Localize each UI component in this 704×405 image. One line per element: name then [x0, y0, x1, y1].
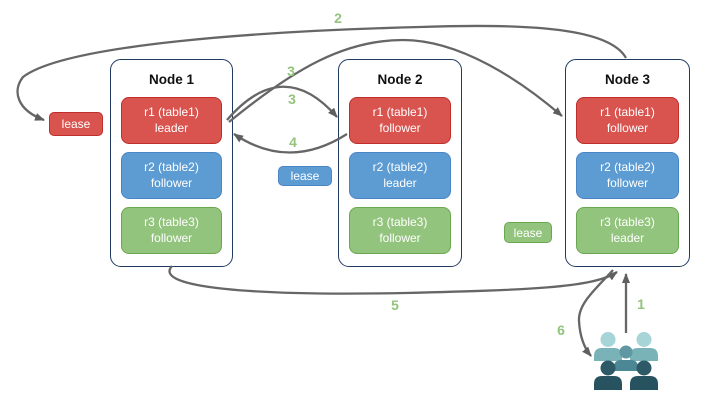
replica-label: r2 (table2): [600, 159, 655, 174]
replica-label: r2 (table2): [144, 159, 199, 174]
users-group-icon: [594, 332, 658, 390]
replica-role: leader: [154, 120, 189, 135]
lease-tag-table1: lease: [49, 112, 103, 136]
lease-tag-table2: lease: [278, 166, 332, 186]
replica-role: follower: [150, 230, 193, 245]
node2-replica-r3: r3 (table3) follower: [349, 207, 451, 254]
node1-replica-r1: r1 (table1) leader: [121, 97, 222, 144]
replica-role: follower: [606, 175, 649, 190]
replica-label: r3 (table3): [600, 214, 655, 229]
node-1-title: Node 1: [148, 72, 194, 87]
replica-label: r2 (table2): [372, 159, 428, 174]
node-2-title: Node 2: [377, 72, 423, 87]
node2-replica-r2: r2 (table2) leader: [349, 152, 451, 199]
node3-replica-r1: r1 (table1) follower: [576, 97, 679, 144]
node1-replica-r2: r2 (table2) follower: [121, 152, 222, 199]
arrow-step-6-reply: [577, 269, 614, 357]
arrow-step-3-to-node2: [226, 85, 338, 121]
node-3-box: Node 3 r1 (table1) follower r2 (table2) …: [565, 59, 690, 267]
replica-role: leader: [610, 230, 645, 245]
replica-role: follower: [379, 120, 421, 135]
replica-label: r1 (table1): [144, 104, 199, 119]
node-3-title: Node 3: [604, 72, 650, 87]
step-label-6: 6: [557, 322, 565, 338]
replica-role: follower: [379, 230, 421, 245]
node2-replica-r1: r1 (table1) follower: [349, 97, 451, 144]
step-label-3-lower: 3: [288, 91, 296, 107]
node-1-box: Node 1 r1 (table1) leader r2 (table2) fo…: [110, 59, 233, 267]
arrow-step-2: [16, 24, 628, 122]
step-label-1: 1: [637, 296, 645, 312]
replica-role: follower: [150, 175, 193, 190]
step-label-4: 4: [289, 134, 297, 150]
replica-label: r1 (table1): [372, 104, 428, 119]
node1-replica-r3: r3 (table3) follower: [121, 207, 222, 254]
replica-label: r3 (table3): [372, 214, 428, 229]
replica-label: r3 (table3): [144, 214, 199, 229]
node3-replica-r3: r3 (table3) leader: [576, 207, 679, 254]
node-2-box: Node 2 r1 (table1) follower r2 (table2) …: [338, 59, 462, 267]
lease-tag-table3: lease: [504, 222, 552, 243]
step-label-2: 2: [334, 10, 342, 26]
step-label-3-upper: 3: [287, 63, 295, 79]
node3-replica-r2: r2 (table2) follower: [576, 152, 679, 199]
replica-role: leader: [383, 175, 417, 190]
replica-label: r1 (table1): [600, 104, 655, 119]
step-label-5: 5: [391, 297, 399, 313]
arrow-step-5-response: [168, 265, 618, 295]
replica-role: follower: [606, 120, 649, 135]
